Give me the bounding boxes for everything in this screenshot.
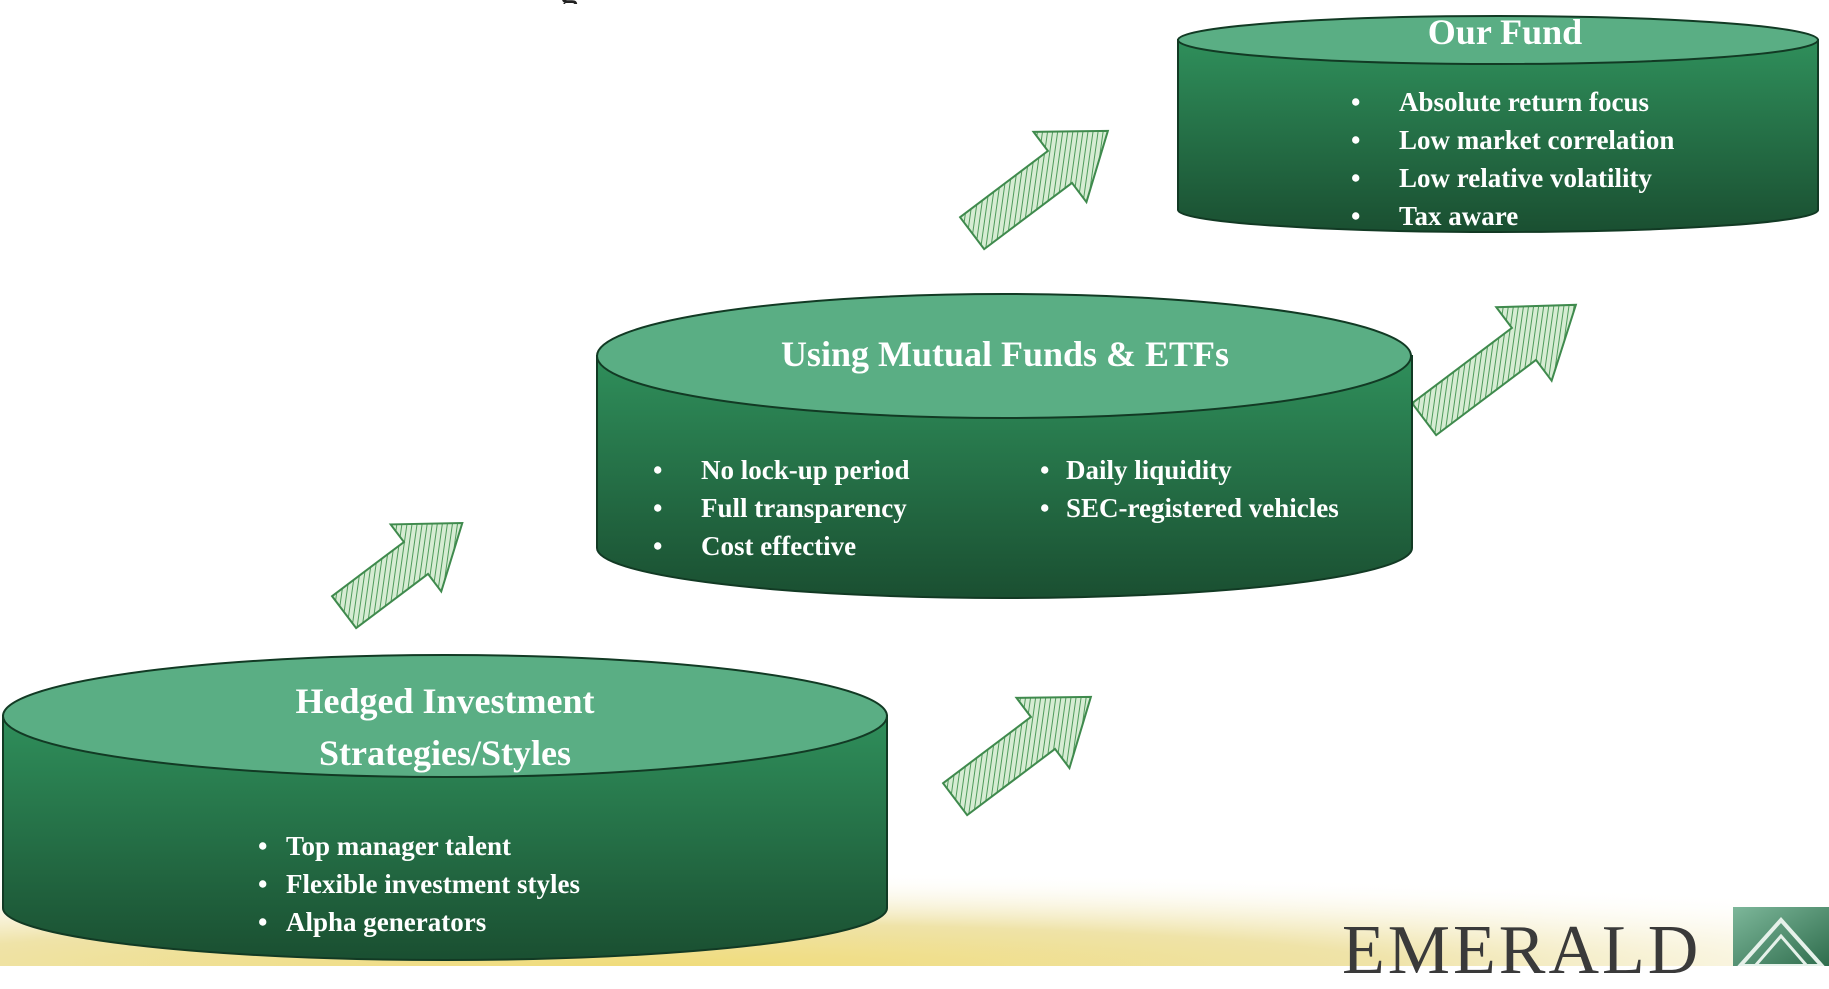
list-item: Cost effective	[653, 527, 910, 565]
cylinder-our-fund-bullets: Absolute return focus Low market correla…	[1351, 83, 1674, 235]
list-item: Tax aware	[1351, 197, 1674, 235]
cylinder-hedged-bullets: Top manager talent Flexible investment s…	[258, 827, 580, 941]
emerald-logo-text: EMERALD	[1342, 912, 1702, 989]
list-item: SEC-registered vehicles	[1040, 489, 1339, 527]
cylinder-mutual-funds-bullets-left: No lock-up period Full transparency Cost…	[653, 451, 910, 565]
arrow-4	[1410, 303, 1578, 437]
bullet-list: No lock-up period Full transparency Cost…	[653, 451, 910, 565]
list-item: Low relative volatility	[1351, 159, 1674, 197]
diagram-canvas: g Hedged Investment Strategies/Styles To…	[0, 0, 1829, 966]
list-item: Low market correlation	[1351, 121, 1674, 159]
cylinder-mutual-funds-title: Using Mutual Funds & ETFs	[640, 330, 1370, 378]
bullet-list: Absolute return focus Low market correla…	[1351, 83, 1674, 235]
arrow-1	[330, 522, 464, 630]
list-item: Daily liquidity	[1040, 451, 1339, 489]
cylinder-mutual-funds-bullets-right: Daily liquidity SEC-registered vehicles	[1040, 451, 1339, 527]
list-item: Absolute return focus	[1351, 83, 1674, 121]
cylinder-mutual-funds-title-line-1: Using Mutual Funds & ETFs	[780, 334, 1230, 374]
emerald-logo-icon	[1733, 907, 1829, 966]
bullet-list: Top manager talent Flexible investment s…	[258, 827, 580, 941]
top-title-fragment: g	[560, 0, 578, 4]
cylinder-our-fund-title: Our Fund	[1300, 10, 1710, 54]
arrow-2	[941, 695, 1093, 817]
cylinder-hedged-title: Hedged Investment Strategies/Styles	[140, 675, 750, 779]
cylinder-our-fund-title-line-1: Our Fund	[1427, 12, 1583, 52]
bullet-list: Daily liquidity SEC-registered vehicles	[1040, 451, 1339, 527]
list-item: Full transparency	[653, 489, 910, 527]
cylinder-hedged-title-line-2: Strategies/Styles	[319, 733, 571, 773]
list-item: Flexible investment styles	[258, 865, 580, 903]
list-item: Alpha generators	[258, 903, 580, 941]
list-item: No lock-up period	[653, 451, 910, 489]
list-item: Top manager talent	[258, 827, 580, 865]
arrow-3	[958, 129, 1110, 251]
cylinder-hedged-title-line-1: Hedged Investment	[295, 681, 595, 721]
